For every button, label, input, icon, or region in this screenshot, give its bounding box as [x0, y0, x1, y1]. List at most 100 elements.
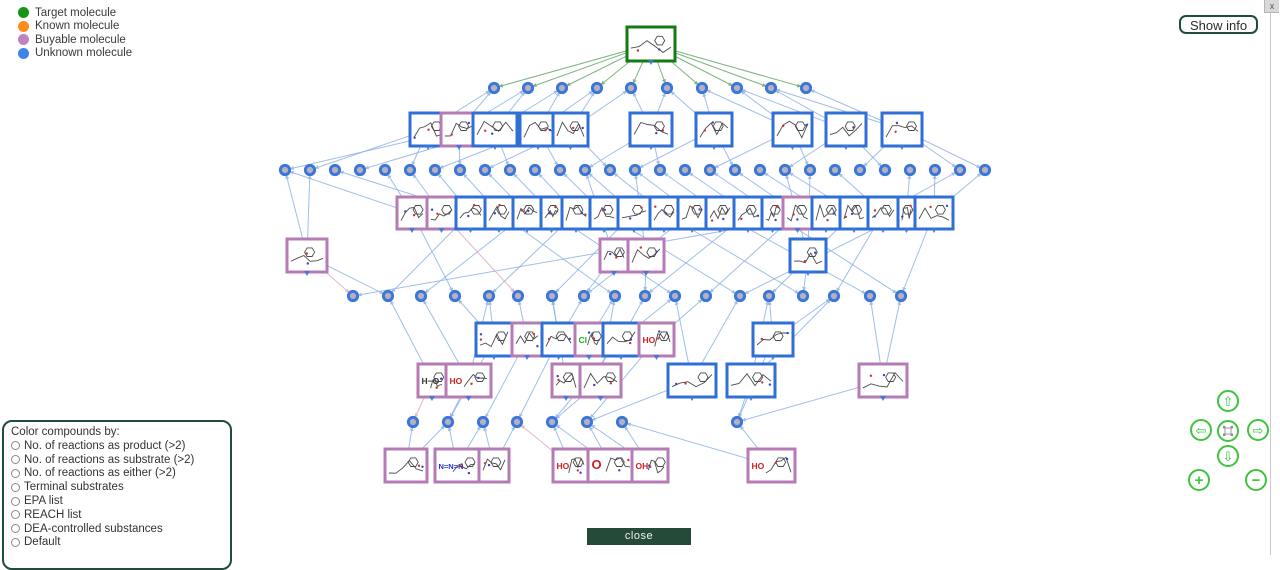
reaction-node[interactable]: [628, 163, 642, 177]
molecule-node-unknown[interactable]: [760, 195, 785, 233]
reaction-node[interactable]: [478, 163, 492, 177]
reaction-node[interactable]: [487, 81, 501, 95]
reaction-node[interactable]: [580, 415, 594, 429]
reaction-node[interactable]: [578, 163, 592, 177]
reaction-node[interactable]: [590, 81, 604, 95]
reaction-node[interactable]: [799, 81, 813, 95]
molecule-node-target[interactable]: [625, 25, 677, 65]
molecule-node-buyable[interactable]: [395, 195, 429, 233]
reaction-node[interactable]: [695, 81, 709, 95]
molecule-node-unknown[interactable]: [824, 111, 868, 150]
reaction-node[interactable]: [510, 415, 524, 429]
reaction-node[interactable]: [278, 163, 292, 177]
molecule-node-buyable[interactable]: HO: [637, 321, 676, 360]
molecule-node-buyable[interactable]: [510, 321, 544, 360]
reaction-node[interactable]: [328, 163, 342, 177]
radio-icon[interactable]: [11, 496, 20, 506]
reaction-node[interactable]: [346, 289, 360, 303]
molecule-node-unknown[interactable]: [474, 321, 514, 360]
molecule-node-unknown[interactable]: [551, 111, 590, 150]
molecule-node-buyable[interactable]: N=N=N: [433, 447, 481, 484]
reaction-node[interactable]: [733, 289, 747, 303]
molecule-node-unknown[interactable]: [666, 362, 718, 401]
option-reactions-either[interactable]: No. of reactions as either (>2): [10, 467, 224, 481]
reaction-node[interactable]: [406, 415, 420, 429]
reaction-node[interactable]: [853, 163, 867, 177]
reaction-node[interactable]: [476, 415, 490, 429]
option-dea-controlled[interactable]: DEA-controlled substances: [10, 522, 224, 536]
zoom-in-button[interactable]: +: [1188, 469, 1210, 491]
reaction-node[interactable]: [928, 163, 942, 177]
molecule-node-unknown[interactable]: [616, 195, 652, 233]
molecule-node-buyable[interactable]: [383, 447, 429, 484]
molecule-node-buyable[interactable]: [285, 237, 329, 276]
molecule-node-unknown[interactable]: [454, 195, 487, 233]
molecule-node-buyable[interactable]: Cl: [573, 321, 605, 360]
molecule-node-unknown[interactable]: [810, 195, 842, 233]
molecule-node-unknown[interactable]: [628, 111, 674, 150]
molecule-node-unknown[interactable]: [913, 195, 955, 233]
reaction-node[interactable]: [703, 163, 717, 177]
molecule-node-unknown[interactable]: [539, 195, 564, 233]
reaction-node[interactable]: [660, 81, 674, 95]
molecule-node-unknown[interactable]: [483, 195, 515, 233]
option-epa-list[interactable]: EPA list: [10, 494, 224, 508]
option-default[interactable]: Default: [10, 536, 224, 550]
reaction-node[interactable]: [903, 163, 917, 177]
molecule-node-unknown[interactable]: [560, 195, 592, 233]
reaction-node[interactable]: [668, 289, 682, 303]
reaction-node[interactable]: [778, 163, 792, 177]
molecule-node-buyable[interactable]: O: [586, 447, 636, 484]
reaction-node[interactable]: [978, 163, 992, 177]
reaction-node[interactable]: [678, 163, 692, 177]
molecule-node-buyable[interactable]: OH: [630, 447, 670, 484]
window-close-button[interactable]: x: [1264, 0, 1279, 13]
reaction-node[interactable]: [381, 289, 395, 303]
reaction-node[interactable]: [953, 163, 967, 177]
option-reactions-product[interactable]: No. of reactions as product (>2): [10, 439, 224, 453]
reaction-node[interactable]: [448, 289, 462, 303]
molecule-node-buyable[interactable]: [425, 195, 458, 233]
option-reach-list[interactable]: REACH list: [10, 508, 224, 522]
molecule-node-unknown[interactable]: [648, 195, 680, 233]
molecule-node-unknown[interactable]: [601, 321, 641, 360]
reaction-node[interactable]: [603, 163, 617, 177]
reaction-node[interactable]: [608, 289, 622, 303]
reaction-node[interactable]: [730, 81, 744, 95]
molecule-node-unknown[interactable]: [518, 111, 558, 150]
molecule-node-unknown[interactable]: [471, 111, 519, 150]
close-button[interactable]: close: [587, 528, 691, 545]
molecule-node-buyable[interactable]: [857, 362, 909, 401]
molecule-node-unknown[interactable]: [676, 195, 708, 233]
reaction-node[interactable]: [730, 415, 744, 429]
reaction-node[interactable]: [728, 163, 742, 177]
reaction-node[interactable]: [553, 163, 567, 177]
molecule-node-buyable[interactable]: HO: [444, 362, 493, 401]
pan-left-button[interactable]: ⇦: [1190, 419, 1212, 441]
reaction-node[interactable]: [545, 415, 559, 429]
radio-icon[interactable]: [11, 524, 20, 534]
reaction-node[interactable]: [503, 163, 517, 177]
reaction-node[interactable]: [894, 289, 908, 303]
reaction-node[interactable]: [414, 289, 428, 303]
reaction-node[interactable]: [638, 289, 652, 303]
reaction-node[interactable]: [828, 163, 842, 177]
reaction-node[interactable]: [555, 81, 569, 95]
molecule-node-buyable[interactable]: [477, 447, 511, 484]
reaction-node[interactable]: [827, 289, 841, 303]
zoom-out-button[interactable]: −: [1245, 469, 1267, 491]
molecule-node-buyable[interactable]: [781, 195, 814, 233]
reaction-node[interactable]: [863, 289, 877, 303]
molecule-node-unknown[interactable]: [896, 195, 917, 233]
reaction-node[interactable]: [764, 81, 778, 95]
molecule-node-buyable[interactable]: [578, 362, 623, 401]
reaction-node[interactable]: [545, 289, 559, 303]
radio-icon[interactable]: [11, 468, 20, 478]
reaction-node[interactable]: [428, 163, 442, 177]
molecule-node-unknown[interactable]: [732, 195, 764, 233]
reaction-node[interactable]: [528, 163, 542, 177]
molecule-node-unknown[interactable]: [771, 111, 814, 150]
molecule-node-unknown[interactable]: [838, 195, 870, 233]
reaction-node[interactable]: [699, 289, 713, 303]
option-reactions-substrate[interactable]: No. of reactions as substrate (>2): [10, 453, 224, 467]
